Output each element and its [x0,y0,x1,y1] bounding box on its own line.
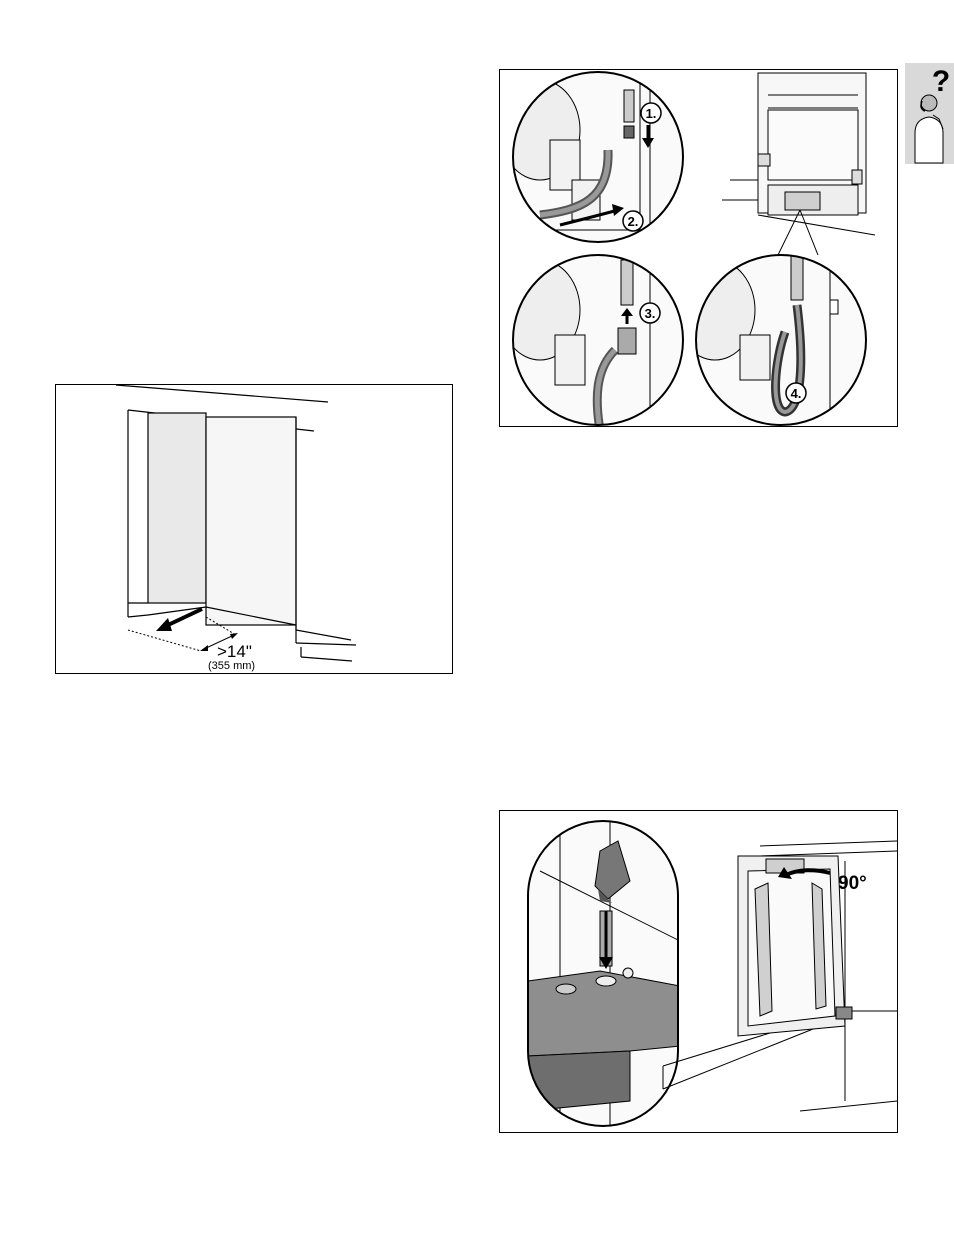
figure-water-hose-connection: 1. 2. 3. [499,69,898,427]
step-label-2: 2. [628,214,639,229]
step-label-4: 4. [791,386,802,401]
help-section-tab: ? [905,63,954,164]
appliance-rear-overview [722,73,875,255]
hose-illustration: 1. 2. 3. [500,70,897,426]
clearance-dimension-inches: >14" [217,642,252,661]
hinge-illustration: 90° [500,811,897,1132]
question-mark-icon: ? [932,65,950,98]
detail-step-3: 3. [500,250,700,426]
person-phone-icon: ? [905,63,954,164]
clearance-dimension-mm: (355 mm) [208,660,255,672]
step-label-1: 1. [646,106,657,121]
niche-illustration: >14" (355 mm) [56,385,452,673]
detail-step-1-2: 1. 2. [500,70,700,270]
figure-niche-clearance: >14" (355 mm) [55,384,453,674]
door-overview [738,841,897,1111]
rotation-angle-label: 90° [838,873,867,894]
step-label-3: 3. [645,306,656,321]
detail-step-4: 4. [675,250,890,426]
hinge-detail-closeup [528,821,680,1131]
figure-hinge-adjustment: 90° [499,810,898,1133]
